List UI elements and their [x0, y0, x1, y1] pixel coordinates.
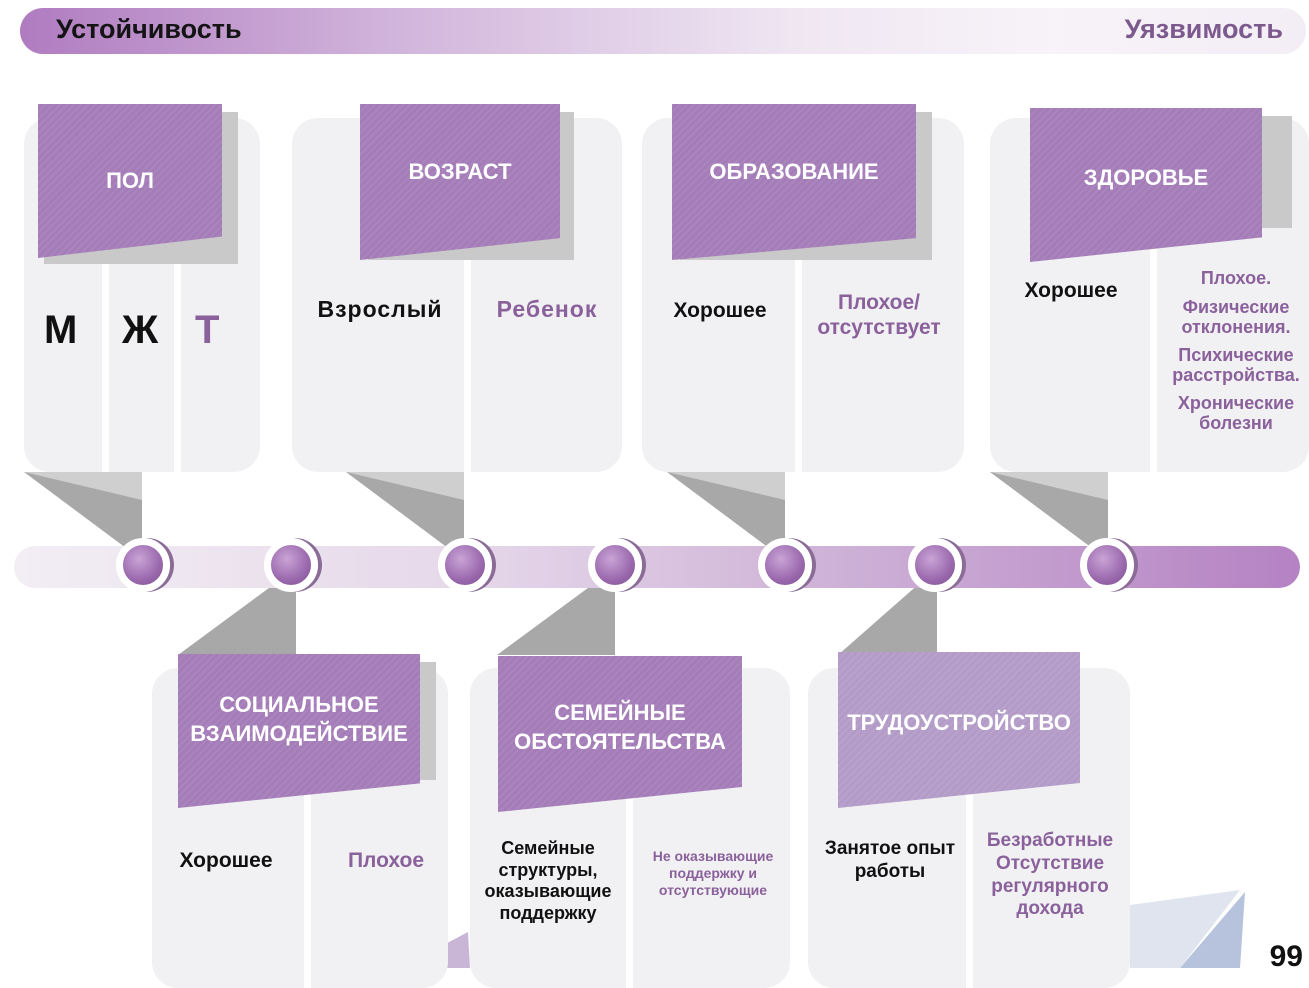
education-value-poor: Плохое/ отсутствует — [817, 291, 941, 340]
timeline-node — [588, 538, 642, 592]
factor-title-education: ОБРАЗОВАНИЕ — [672, 104, 916, 260]
factor-title-health: ЗДОРОВЬЕ — [1030, 108, 1262, 262]
employment-value-unemployed: Безработные Отсутствие регулярного доход… — [986, 830, 1114, 920]
health-value-chronic: Хронические болезни — [1177, 393, 1295, 433]
connector-bottom-3 — [838, 568, 937, 655]
factor-title-line: ОБСТОЯТЕЛЬСТВА — [514, 729, 726, 754]
factor-title-text: ОБРАЗОВАНИЕ — [709, 158, 879, 184]
resilience-vulnerability-scale — [20, 8, 1306, 54]
age-value-adult: Взрослый — [317, 296, 443, 322]
gender-value-trans: Т — [195, 308, 220, 352]
timeline-node — [438, 538, 492, 592]
factor-title-age: ВОЗРАСТ — [360, 104, 560, 260]
factor-title-family: СЕМЕЙНЫЕ ОБСТОЯТЕЛЬСТВА — [498, 656, 742, 812]
factor-title-line: ВЗАИМОДЕЙСТВИЕ — [190, 721, 408, 746]
health-value-good: Хорошее — [1024, 279, 1118, 302]
family-value-supportive: Семейные структуры, оказывающие поддержк… — [484, 838, 612, 923]
employment-value-employed: Занятое опыт работы — [824, 838, 956, 882]
scale-right-label: Уязвимость — [1124, 14, 1283, 44]
factor-title-employment: ТРУДОУСТРОЙСТВО — [838, 652, 1080, 808]
factor-title-gender: ПОЛ — [38, 104, 222, 258]
factor-title-text: ТРУДОУСТРОЙСТВО — [847, 709, 1071, 735]
timeline-node — [758, 538, 812, 592]
connector-top-1 — [24, 472, 142, 560]
page-number: 99 — [1269, 940, 1303, 973]
connector-shapes — [24, 472, 1245, 968]
timeline-node — [264, 538, 318, 592]
connector-top-2 — [346, 472, 464, 560]
social-value-good: Хорошее — [179, 849, 273, 872]
education-value-good: Хорошее — [673, 299, 767, 322]
health-value-mental: Психические расстройства. — [1172, 345, 1300, 385]
connector-bottom-1 — [178, 568, 296, 655]
connector-bottom-2 — [497, 568, 615, 655]
factor-title-text: ЗДОРОВЬЕ — [1083, 164, 1209, 190]
gender-value-male: М — [44, 308, 78, 352]
timeline-node — [1080, 538, 1134, 592]
age-value-child: Ребенок — [496, 296, 598, 322]
factor-title-line: СОЦИАЛЬНОЕ — [219, 692, 379, 718]
social-value-poor: Плохое — [347, 849, 425, 872]
timeline-node — [116, 538, 170, 592]
timeline-node — [908, 538, 962, 592]
connector-top-3 — [667, 472, 785, 560]
factor-title-social: СОЦИАЛЬНОЕ ВЗАИМОДЕЙСТВИЕ — [178, 654, 420, 808]
factor-title-text: ВОЗРАСТ — [408, 158, 512, 184]
family-value-unsupportive: Не оказывающие поддержку и отсутствующие — [652, 848, 774, 898]
factor-title-text: ПОЛ — [106, 167, 154, 193]
scale-left-label: Устойчивость — [56, 14, 242, 44]
connector-top-4 — [990, 472, 1108, 560]
gender-value-female: Ж — [122, 308, 159, 352]
factor-title-line: СЕМЕЙНЫЕ — [554, 700, 686, 726]
health-value-physical: Физические отклонения. — [1181, 297, 1291, 337]
health-value-poor: Плохое. — [1200, 268, 1272, 288]
decor-shape-2 — [1130, 890, 1240, 968]
